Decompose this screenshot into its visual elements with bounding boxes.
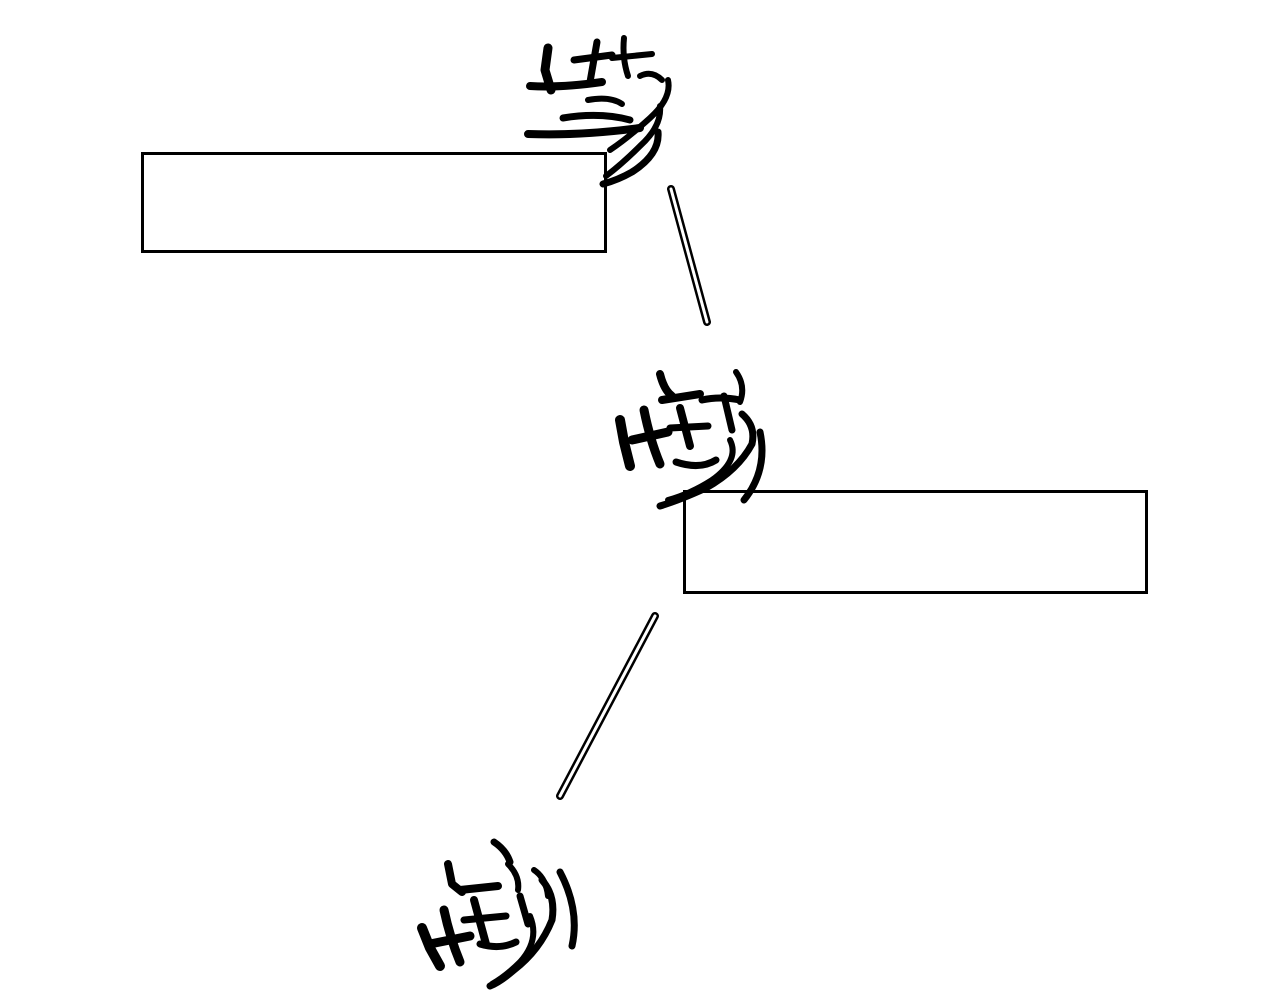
- connector-line-upper: [667, 185, 711, 326]
- sfx-top-calligraphy: [524, 35, 672, 188]
- caption-box-lower: [683, 490, 1148, 594]
- sfx-middle-calligraphy: [615, 369, 766, 510]
- connector-line-lower: [556, 612, 659, 800]
- caption-box-upper: [141, 152, 607, 253]
- sfx-bottom-calligraphy: [417, 838, 578, 990]
